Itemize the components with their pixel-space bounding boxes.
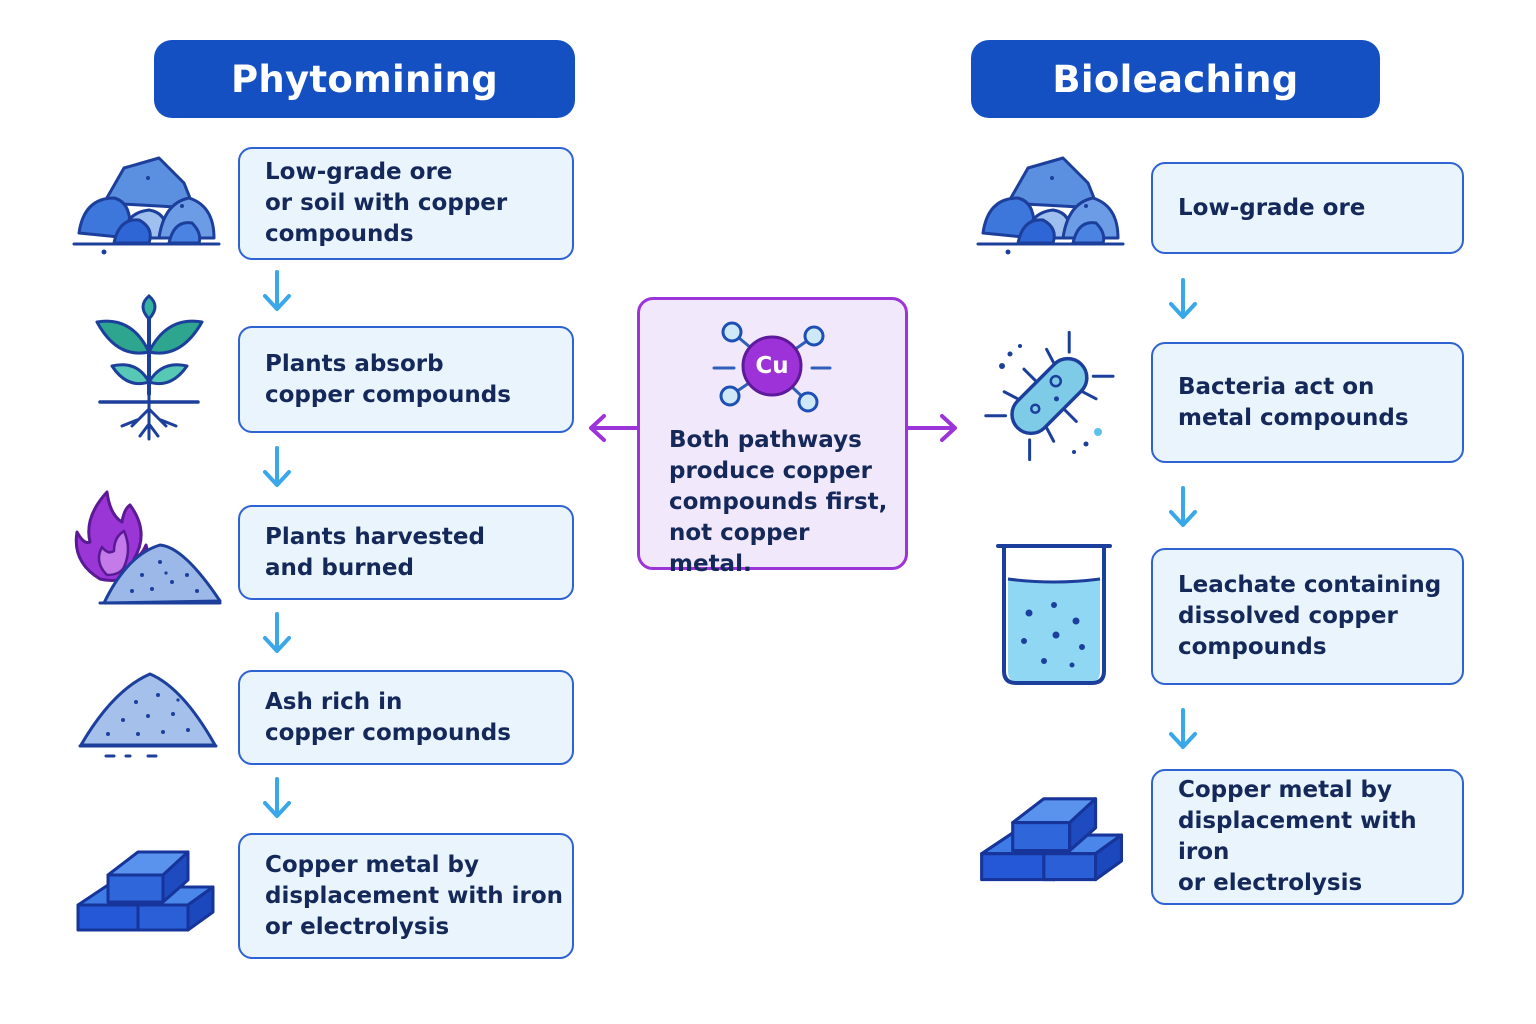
phyto-step-5: Copper metal by displacement with iron o… [238,833,574,959]
bio-down-arrow-3 [1169,708,1197,749]
bio-step-3: Leachate containing dissolved copper com… [1151,548,1464,685]
bio-step-2: Bacteria act on metal compounds [1151,342,1464,463]
phyto-down-arrow-1 [263,270,291,311]
phyto-down-arrow-3 [263,612,291,653]
copper-bars-icon [76,850,215,932]
bioleaching-header: Bioleaching [971,40,1380,118]
phyto-step-3: Plants harvested and burned [238,505,574,600]
copper-symbol: Cu [755,353,789,379]
fire-ash-icon [74,490,222,605]
phyto-step-4: Ash rich in copper compounds [238,670,574,765]
plant-icon [95,294,204,441]
ash-pile-icon [78,672,218,758]
note-arrow-right [906,414,957,442]
phyto-down-arrow-2 [263,446,291,487]
copper-bars-icon [980,797,1124,882]
bio-down-arrow-2 [1169,486,1197,527]
note-arrow-left [589,414,640,442]
ore-pile-icon [976,156,1125,256]
phyto-step-1: Low-grade ore or soil with copper compou… [238,147,574,260]
bacteria-icon [984,330,1115,462]
bio-step-4: Copper metal by displacement with iron o… [1151,769,1464,905]
phytomining-header: Phytomining [154,40,575,118]
bio-step-1: Low-grade ore [1151,162,1464,254]
phyto-step-2: Plants absorb copper compounds [238,326,574,433]
phyto-down-arrow-4 [263,777,291,818]
ore-pile-icon [72,156,221,256]
bio-down-arrow-1 [1169,278,1197,319]
center-note-text: Both pathways produce copper compounds f… [669,427,888,577]
beaker-icon [996,544,1112,685]
copper-molecule-icon [712,321,832,413]
